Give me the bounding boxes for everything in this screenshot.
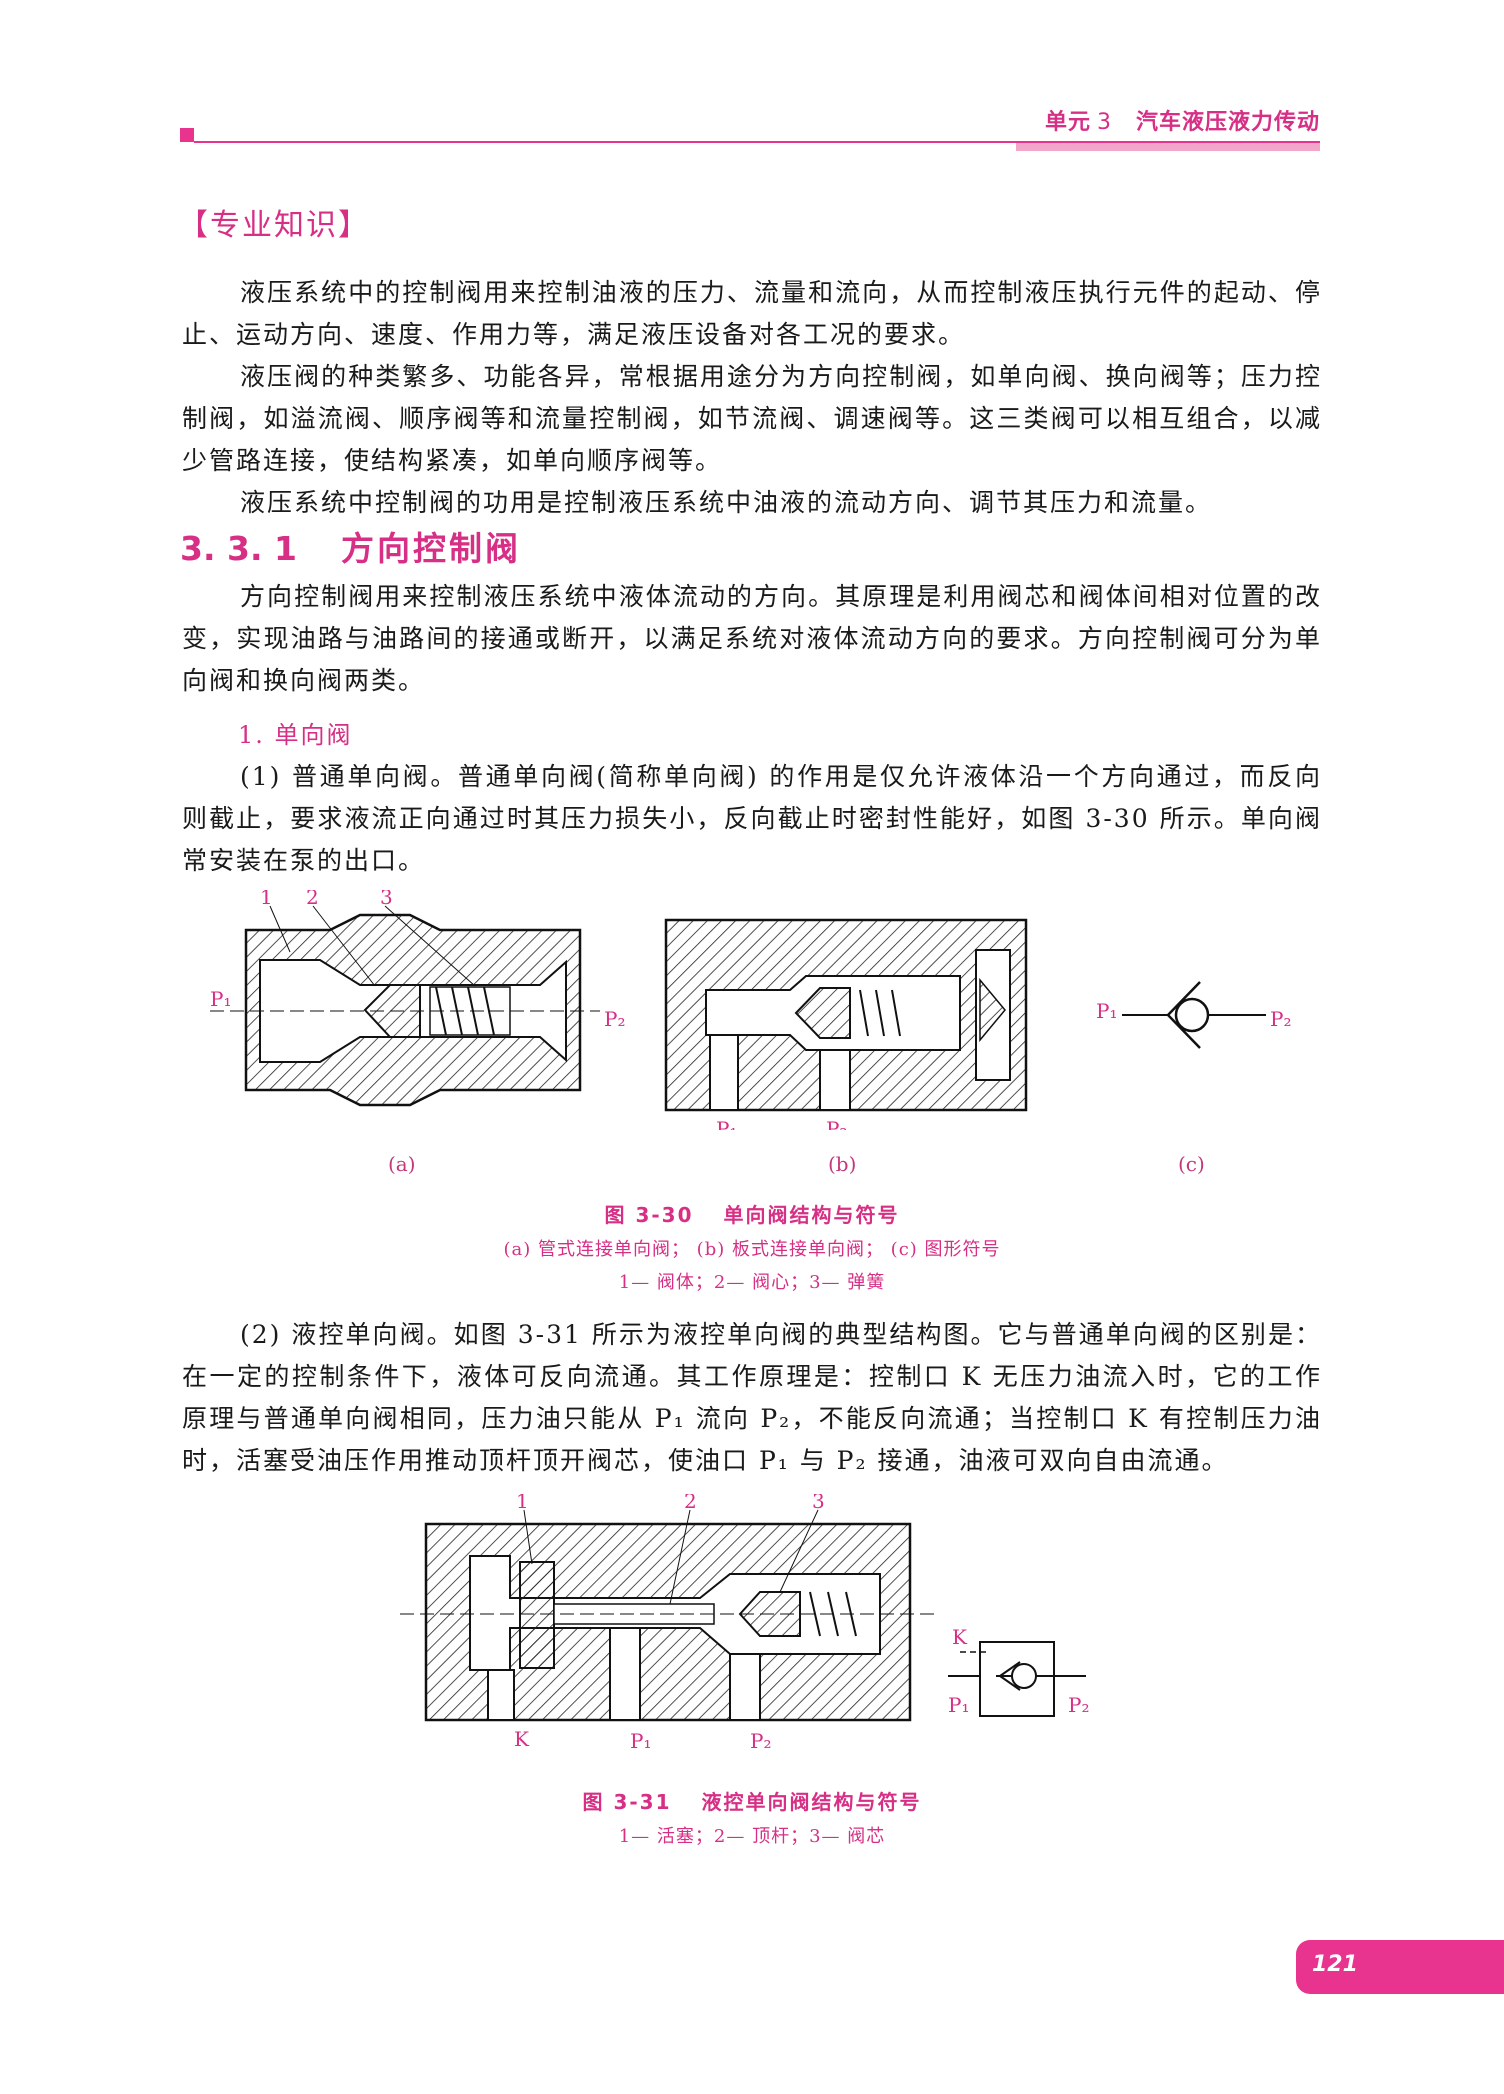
fig-a-callout-2: 2 [306, 890, 319, 909]
section-tag: 【专业知识】 [178, 208, 370, 243]
figure-3-31-title: 液控单向阀结构与符号 [701, 1790, 922, 1814]
section-paragraph: 方向控制阀用来控制液压系统中液体流动的方向。其原理是利用阀芯和阀体间相对位置的改… [182, 582, 1322, 695]
fig-331-callout-2: 2 [684, 1494, 697, 1513]
check-valve-symbol: P₁ P₂ [1096, 981, 1291, 1049]
fig-a-callout-3: 3 [380, 890, 393, 909]
fig-331-symbol-p2: P₂ [1068, 1693, 1089, 1717]
pilot-check-valve-symbol: K P₁ P₂ [948, 1625, 1089, 1717]
subsection-heading: 1. 单向阀 [238, 721, 353, 749]
figure-3-31-caption: 图 3-31 液控单向阀结构与符号 [0, 1786, 1504, 1815]
pilot-check-valve-diagram: 1 2 3 K P₁ P₂ [400, 1494, 940, 1753]
header-rule-accent [1016, 143, 1320, 151]
plate-check-valve-diagram: P₁ P₂ [664, 918, 1028, 1130]
section-number: 3. 3. 1 [180, 529, 297, 568]
header-square-marker [180, 128, 194, 142]
check-valve-paragraph: (1) 普通单向阀。普通单向阀(简称单向阀) 的作用是仅允许液体沿一个方向通过，… [182, 762, 1322, 875]
unit-title: 汽车液压液力传动 [1135, 110, 1320, 135]
fig-a-label: (a) [388, 1152, 416, 1176]
figure-3-30-number: 图 3-30 [604, 1203, 694, 1227]
page-number-tab: 121 [1296, 1940, 1504, 1994]
tubular-check-valve-diagram: 1 2 3 P₁ P₂ [210, 890, 625, 1107]
fig-c-label: (c) [1178, 1152, 1205, 1176]
fig-b-port-p2: P₂ [826, 1117, 847, 1130]
fig-331-port-p2: P₂ [750, 1729, 771, 1753]
section-heading: 3. 3. 1 方向控制阀 [180, 522, 521, 570]
figure-3-30-legend: 1— 阀体；2— 阀心；3— 弹簧 [618, 1272, 886, 1293]
figure-3-30-title: 单向阀结构与符号 [723, 1203, 900, 1227]
intro-paragraph-1: 液压系统中的控制阀用来控制油液的压力、流量和流向，从而控制液压执行元件的起动、停… [182, 278, 1322, 349]
fig-a-callout-1: 1 [260, 890, 273, 909]
intro-paragraph-2: 液压阀的种类繁多、功能各异，常根据用途分为方向控制阀，如单向阀、换向阀等；压力控… [182, 362, 1322, 475]
unit-number: 3 [1096, 110, 1112, 135]
fig-a-port-p2: P₂ [604, 1007, 625, 1031]
fig-a-port-p1: P₁ [210, 987, 231, 1011]
fig-b-label: (b) [828, 1152, 857, 1176]
figure-3-31-number: 图 3-31 [582, 1790, 672, 1814]
fig-331-callout-3: 3 [812, 1494, 825, 1513]
page-number: 121 [1312, 1952, 1358, 1977]
section-title: 方向控制阀 [340, 529, 521, 568]
figure-3-30-subcaption: (a) 管式连接单向阀； (b) 板式连接单向阀； (c) 图形符号 [503, 1239, 1001, 1260]
pilot-check-valve-paragraph: (2) 液控单向阀。如图 3-31 所示为液控单向阀的典型结构图。它与普通单向阀… [182, 1320, 1322, 1475]
figure-3-31-drawing: 1 2 3 K P₁ P₂ K P₁ P₂ [400, 1494, 1120, 1766]
figure-3-30-drawing: 1 2 3 P₁ P₂ P₁ P₂ [200, 890, 1320, 1130]
fig-331-callout-1: 1 [516, 1494, 529, 1513]
fig-331-symbol-p1: P₁ [948, 1693, 969, 1717]
figure-3-30-caption: 图 3-30 单向阀结构与符号 [0, 1199, 1504, 1228]
fig-b-port-p1: P₁ [716, 1117, 737, 1130]
fig-331-symbol-k: K [952, 1625, 968, 1649]
header-rule [194, 141, 1320, 143]
fig-c-port-p2: P₂ [1270, 1007, 1291, 1031]
unit-label: 单元 [1044, 110, 1091, 135]
fig-c-port-p1: P₁ [1096, 999, 1117, 1023]
figure-3-31-legend: 1— 活塞；2— 顶杆；3— 阀芯 [618, 1826, 886, 1847]
intro-paragraph-3: 液压系统中控制阀的功用是控制液压系统中油液的流动方向、调节其压力和流量。 [240, 488, 1213, 517]
fig-331-port-p1: P₁ [630, 1729, 651, 1753]
fig-331-port-k: K [514, 1727, 530, 1751]
